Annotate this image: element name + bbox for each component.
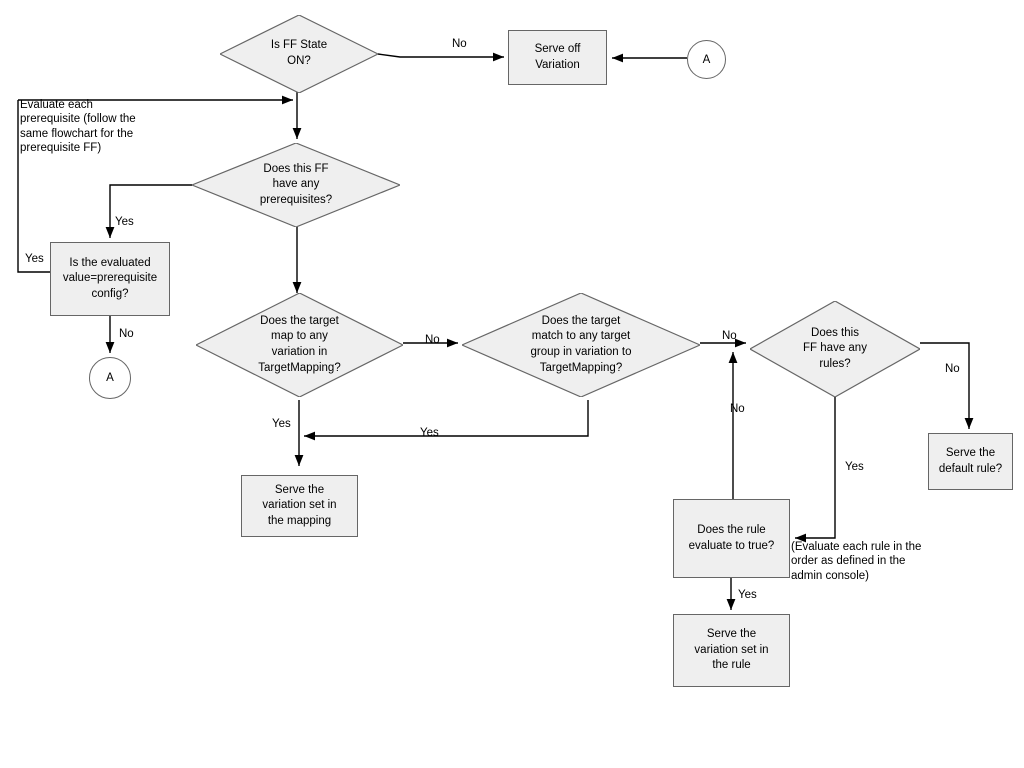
- edge-label-prereq-config-yes: Yes: [25, 253, 44, 265]
- edge-label-target-group-yes: Yes: [420, 427, 439, 439]
- edge-label-ff-state-no: No: [452, 38, 467, 50]
- edge-prereqs-yes: [105, 184, 192, 238]
- diamond-shape: [750, 301, 920, 397]
- diamond-shape: [462, 293, 700, 397]
- node-label-target-match-group: Does the target match to any target grou…: [530, 314, 632, 374]
- node-serve-default-rule[interactable]: Serve the default rule?: [928, 433, 1013, 490]
- diamond-shape: [196, 293, 403, 397]
- edge-has-rules-yes: [795, 397, 836, 543]
- edge-label-rule-true-yes: Yes: [738, 589, 757, 601]
- note-prerequisite-evaluation: Evaluate each prerequisite (follow the s…: [20, 99, 136, 155]
- node-target-map-to-variation[interactable]: Does the target map to any variation in …: [196, 293, 403, 397]
- connector-circle-a-top[interactable]: A: [687, 40, 726, 79]
- node-does-ff-have-rules[interactable]: Does this FF have any rules?: [750, 301, 920, 397]
- node-label-is-ff-state-on: Is FF State ON?: [270, 39, 328, 67]
- edge-label-target-map-yes: Yes: [272, 418, 291, 430]
- edge-has-rules-no: [920, 342, 974, 429]
- edge-ff-state-no: [377, 52, 504, 62]
- diamond-shape: [192, 143, 400, 227]
- edge-label-prereqs-yes: Yes: [115, 216, 134, 228]
- note-rule-order: (Evaluate each rule in the order as defi…: [791, 541, 922, 582]
- node-serve-off-variation[interactable]: Serve off Variation: [508, 30, 607, 85]
- node-does-ff-have-prerequisites[interactable]: Does this FF have any prerequisites?: [192, 143, 400, 227]
- node-target-match-group[interactable]: Does the target match to any target grou…: [462, 293, 700, 397]
- node-label-does-ff-have-rules: Does this FF have any rules?: [803, 326, 867, 370]
- edge-target-group-yes: [304, 400, 589, 441]
- edge-label-target-group-no: No: [722, 330, 737, 342]
- node-serve-variation-in-mapping[interactable]: Serve the variation set in the mapping: [241, 475, 358, 537]
- node-does-rule-evaluate-true[interactable]: Does the rule evaluate to true?: [673, 499, 790, 578]
- node-prerequisite-config-check[interactable]: Is the evaluated value=prerequisite conf…: [50, 242, 170, 316]
- edge-label-has-rules-yes: Yes: [845, 461, 864, 473]
- edge-label-prereq-config-no: No: [119, 328, 134, 340]
- diamond-shape: [220, 15, 378, 93]
- node-is-ff-state-on[interactable]: Is FF State ON?: [220, 15, 378, 93]
- edge-label-target-map-no: No: [425, 334, 440, 346]
- node-label-does-ff-have-prerequisites: Does this FF have any prerequisites?: [259, 162, 333, 206]
- edge-label-rule-true-no: No: [730, 403, 745, 415]
- node-serve-variation-in-rule[interactable]: Serve the variation set in the rule: [673, 614, 790, 687]
- node-label-target-map-to-variation: Does the target map to any variation in …: [258, 314, 341, 374]
- connector-circle-a-bottom[interactable]: A: [89, 357, 131, 399]
- edge-label-has-rules-no: No: [945, 363, 960, 375]
